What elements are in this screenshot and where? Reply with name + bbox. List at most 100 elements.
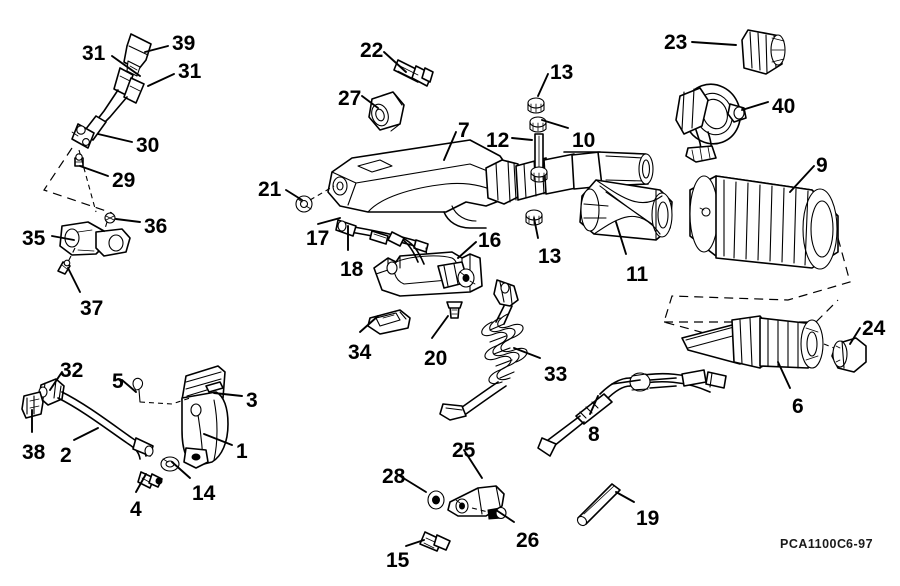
part-38-clip: [21, 391, 44, 419]
callout-16: 16: [478, 229, 502, 252]
callout-39: 39: [172, 32, 196, 55]
part-9-throttle-grip: [689, 175, 839, 270]
callout-36: 36: [144, 215, 168, 238]
callout-13: 13: [550, 61, 574, 84]
leader-5: [121, 379, 137, 393]
callout-27: 27: [338, 87, 362, 110]
part-7-tiller-handle: [327, 139, 515, 229]
callout-leader-lines: [31, 41, 861, 547]
part-23-knob: [741, 29, 786, 75]
leader-13: [533, 217, 539, 239]
part-34-plate: [367, 309, 411, 335]
leader-22: [383, 51, 407, 73]
part-33-spring-rod: [439, 279, 528, 421]
callout-13: 13: [538, 245, 562, 268]
part-36-fastener: [104, 212, 116, 224]
leader-13: [537, 73, 549, 97]
part-37-screw: [57, 259, 71, 275]
callout-20: 20: [424, 347, 448, 370]
leader-34: [359, 315, 379, 333]
part-30-wire-assembly: [71, 89, 128, 149]
part-20-screw: [446, 301, 463, 319]
leader-32: [49, 371, 63, 391]
leader-37: [67, 267, 81, 293]
leader-40: [741, 101, 769, 111]
callout-7: 7: [458, 119, 470, 142]
callout-8: 8: [588, 423, 600, 446]
callout-19: 19: [636, 507, 660, 530]
date-code-label: 6-97: [846, 537, 874, 551]
callout-29: 29: [112, 169, 136, 192]
leader-31: [111, 55, 141, 77]
leader-17: [317, 217, 341, 225]
callout-25: 25: [452, 439, 476, 462]
leader-33: [513, 347, 541, 359]
callout-40: 40: [772, 95, 796, 118]
callout-31: 31: [178, 60, 202, 83]
part-21-nut: [295, 185, 335, 213]
leader-4: [135, 473, 147, 493]
leader-20: [431, 315, 449, 339]
sheet-code-label: PCA1100C: [780, 537, 847, 551]
leader-23: [691, 41, 737, 46]
leader-16: [457, 241, 477, 259]
part-8-throttle-cable: [537, 369, 727, 457]
leader-26: [495, 509, 515, 523]
part-2-fuel-hose: [57, 391, 154, 460]
callout-28: 28: [382, 465, 406, 488]
leader-8: [589, 395, 599, 415]
part-4-screw: [137, 471, 163, 489]
part-5-spring-clip: [132, 377, 191, 405]
part-29-screw: [74, 153, 84, 167]
part-13-washer-lower: [525, 209, 543, 226]
leader-31: [147, 73, 175, 87]
leader-12: [511, 137, 533, 141]
callout-33: 33: [544, 363, 568, 386]
leader-7: [443, 131, 457, 161]
part-10-washer-upper: [529, 116, 547, 133]
callout-22: 22: [360, 39, 384, 62]
callout-3: 3: [246, 389, 258, 412]
callout-15: 15: [386, 549, 410, 572]
callout-34: 34: [348, 341, 372, 364]
part-14-washer: [160, 456, 180, 472]
leader-36: [115, 218, 141, 223]
leader-39: [144, 45, 169, 53]
part-3-pin: [205, 381, 224, 393]
leader-10: [541, 119, 569, 129]
leader-2: [73, 427, 99, 441]
part-24-cap: [823, 337, 867, 373]
callout-31: 31: [82, 42, 106, 65]
callout-32: 32: [60, 359, 84, 382]
callout-30: 30: [136, 134, 160, 157]
part-35-bracket: [59, 221, 131, 257]
callout-5: 5: [112, 370, 124, 393]
callout-17: 17: [306, 227, 330, 250]
leader-15: [405, 539, 425, 547]
callout-14: 14: [192, 482, 216, 505]
part-16-throttle-bracket: [373, 231, 483, 297]
leader-1: [203, 433, 233, 446]
leader-24: [849, 327, 861, 345]
callout-6: 6: [792, 395, 804, 418]
callout-21: 21: [258, 178, 282, 201]
part-40-clamp-assembly: [675, 83, 747, 163]
leader-21: [285, 189, 303, 201]
part-11-handle-sleeve: [579, 179, 673, 241]
part-10-washer-lower: [530, 166, 548, 183]
leader-3: [213, 392, 243, 397]
callout-35: 35: [22, 227, 46, 250]
part-19-rod: [576, 483, 621, 527]
callout-10: 10: [572, 129, 596, 152]
callout-9: 9: [816, 154, 828, 177]
dashed-guide-35-37: [67, 221, 108, 263]
leader-30: [97, 133, 133, 143]
leader-14: [171, 461, 191, 479]
part-1-handle-grip: [181, 365, 229, 469]
assembly-dashed-guide-left: [43, 147, 113, 214]
callout-24: 24: [862, 317, 886, 340]
coil-spring: [481, 313, 528, 385]
part-22-screw: [393, 59, 434, 87]
leader-35: [51, 235, 75, 241]
